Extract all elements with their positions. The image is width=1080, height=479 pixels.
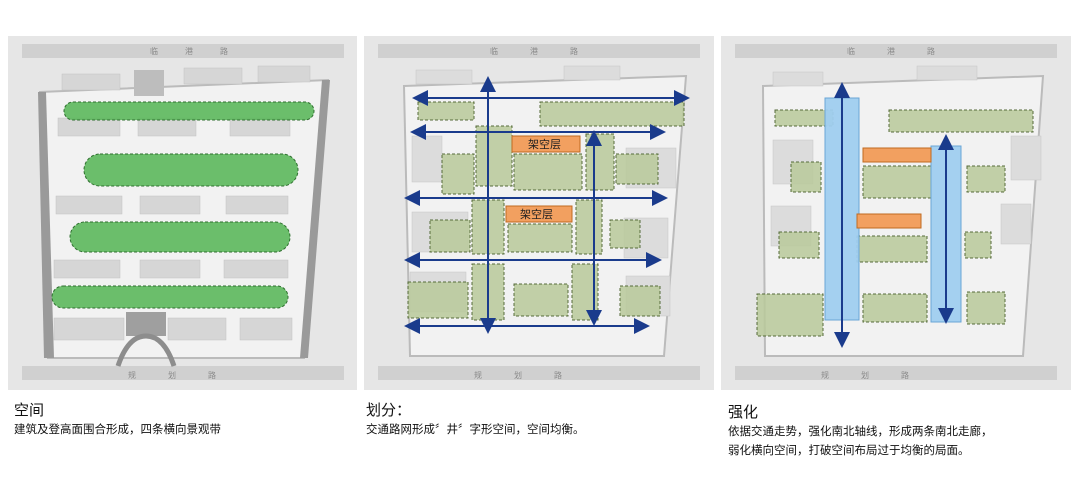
block — [417, 101, 475, 121]
south-road — [735, 366, 1057, 380]
block — [475, 125, 513, 187]
caption-text: 建筑及登高面围合形成，四条横向景观带 — [14, 422, 221, 436]
road-label: 划 — [861, 370, 869, 380]
pilotis-tag-2 — [505, 205, 573, 223]
north-south-axes — [834, 82, 954, 348]
block — [966, 165, 1006, 193]
block — [539, 101, 685, 127]
road-label: 规 — [821, 370, 829, 380]
road-label: 路 — [901, 370, 909, 380]
site-plan-space: 临 港 路 规 划 路 — [8, 36, 357, 390]
road-label: 临 — [847, 46, 855, 56]
block — [774, 109, 834, 127]
block — [585, 133, 615, 191]
road-label: 路 — [554, 370, 562, 380]
landscape-band-4 — [51, 285, 289, 309]
pilotis-tag-label: 架空层 — [528, 137, 561, 151]
road-label: 路 — [220, 46, 228, 56]
caption-text: 弱化横向空间，打破空间布局过于均衡的局面。 — [728, 443, 970, 457]
landscape-bands — [51, 101, 315, 309]
building-blocks — [756, 109, 1034, 337]
block — [964, 231, 992, 259]
block — [862, 293, 928, 323]
road-label: 规 — [128, 370, 136, 380]
site-plan-reinforcement: 临 港 路 规 划 路 — [721, 36, 1071, 390]
circulation-arrows — [404, 76, 690, 334]
landscape-band-2 — [83, 153, 299, 187]
caption-text: 依据交通走势，强化南北轴线，形成两条南北走廊， — [728, 424, 993, 438]
block — [862, 165, 932, 199]
south-entrance-road — [115, 333, 177, 367]
block — [778, 231, 820, 259]
clubhouse-building — [134, 70, 164, 96]
block — [429, 219, 471, 253]
caption-reinforcement: 强化 依据交通走势，强化南北轴线，形成两条南北走廊， 弱化横向空间，打破空间布局… — [728, 403, 993, 459]
road-label: 港 — [185, 46, 193, 56]
pilotis-block-2 — [856, 213, 922, 229]
pilotis-block-1 — [862, 147, 932, 163]
site-plan-division: 架空层 架空层 临 港 路 规 划 路 — [364, 36, 714, 390]
road-label: 临 — [150, 46, 158, 56]
block — [441, 153, 475, 195]
south-road — [22, 366, 344, 380]
north-road — [22, 44, 344, 58]
block — [856, 235, 928, 263]
road-label: 港 — [530, 46, 538, 56]
block — [619, 285, 661, 317]
pilotis-tag-label: 架空层 — [520, 207, 553, 221]
site-east-road — [300, 80, 330, 358]
block — [513, 283, 569, 317]
caption-division: 划分： 交通路网形成〞井〞字形空间，空间均衡。 — [366, 401, 585, 438]
block — [513, 153, 583, 191]
plan-panel-space: 临 港 路 规 划 路 — [8, 36, 357, 390]
landscape-band-1 — [63, 101, 315, 121]
plan-panel-reinforcement: 临 港 路 规 划 路 — [721, 36, 1071, 390]
caption-title: 划分： — [366, 401, 412, 419]
caption-space: 空间 建筑及登高面围合形成，四条横向景观带 — [14, 401, 221, 438]
block — [888, 109, 1034, 133]
road-label: 路 — [208, 370, 216, 380]
road-label: 港 — [887, 46, 895, 56]
block — [790, 161, 822, 193]
north-road — [735, 44, 1057, 58]
block — [615, 153, 659, 185]
block — [756, 293, 824, 337]
road-label: 临 — [490, 46, 498, 56]
north-road — [378, 44, 700, 58]
road-label: 路 — [927, 46, 935, 56]
south-road — [378, 366, 700, 380]
block — [609, 219, 641, 249]
road-label: 划 — [514, 370, 522, 380]
road-label: 路 — [570, 46, 578, 56]
caption-title: 强化 — [728, 403, 759, 421]
landscape-band-3 — [69, 221, 291, 253]
road-label: 划 — [168, 370, 176, 380]
caption-title: 空间 — [14, 401, 45, 419]
block — [507, 223, 573, 253]
block — [407, 281, 469, 319]
caption-text: 交通路网形成〞井〞字形空间，空间均衡。 — [366, 422, 585, 436]
block — [966, 291, 1006, 325]
block — [575, 199, 603, 255]
road-label: 规 — [474, 370, 482, 380]
entrance-plaza — [126, 312, 166, 336]
site-west-road — [38, 92, 54, 358]
residential-buildings — [53, 65, 311, 341]
plan-panel-division: 架空层 架空层 临 港 路 规 划 路 — [364, 36, 714, 390]
